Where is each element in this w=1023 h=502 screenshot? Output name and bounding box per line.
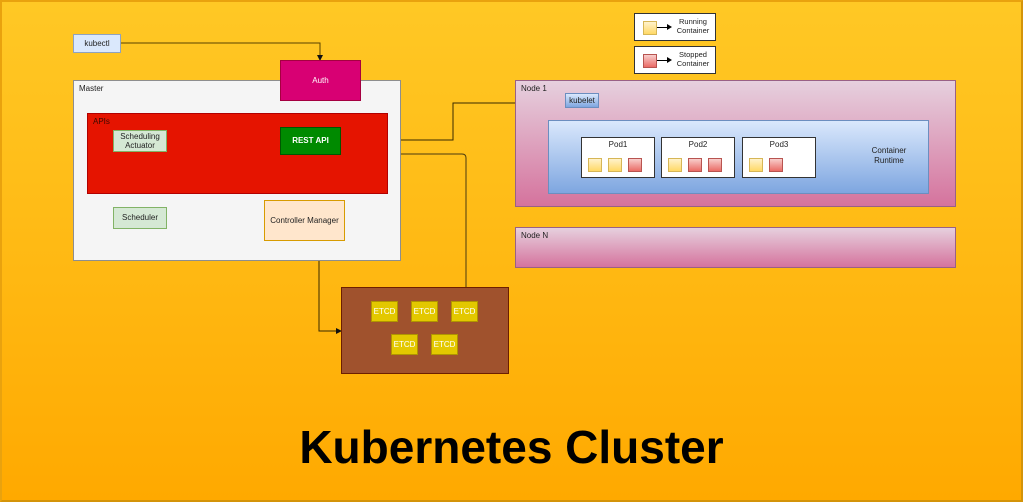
etcd-node[interactable]: ETCD <box>451 301 478 322</box>
pod-label: Pod1 <box>608 140 628 149</box>
running-container-icon[interactable] <box>588 158 602 172</box>
pod-label: Pod2 <box>688 140 708 149</box>
arrow-icon <box>657 57 672 63</box>
etcd-node[interactable]: ETCD <box>411 301 438 322</box>
running-container-icon[interactable] <box>608 158 622 172</box>
kubelet-box[interactable]: kubelet <box>565 93 599 108</box>
controller-manager-box[interactable]: Controller Manager <box>264 200 345 241</box>
pod-1[interactable]: Pod1 <box>581 137 655 178</box>
auth-box[interactable]: Auth <box>280 60 361 101</box>
etcd-node[interactable]: ETCD <box>431 334 458 355</box>
node-1-label: Node 1 <box>521 84 547 93</box>
stopped-container-icon[interactable] <box>708 158 722 172</box>
running-container-swatch-icon <box>643 21 657 35</box>
container-runtime-label: Container Runtime <box>871 146 907 165</box>
node-n-label: Node N <box>521 231 549 240</box>
node-n-group[interactable]: Node N <box>515 227 956 268</box>
pod-label: Pod3 <box>769 140 789 149</box>
apis-label: APIs <box>93 117 110 126</box>
master-label: Master <box>79 84 104 93</box>
etcd-node[interactable]: ETCD <box>391 334 418 355</box>
arrow-icon <box>657 24 672 30</box>
legend-running-container: Running Container <box>634 13 716 41</box>
scheduler-box[interactable]: Scheduler <box>113 207 167 229</box>
pod-3[interactable]: Pod3 <box>742 137 816 178</box>
kubectl-box[interactable]: kubectl <box>73 34 121 53</box>
stopped-container-icon[interactable] <box>688 158 702 172</box>
diagram-title: Kubernetes Cluster <box>299 421 724 473</box>
running-container-icon[interactable] <box>749 158 763 172</box>
scheduling-actuator-box[interactable]: Scheduling Actuator <box>113 130 167 152</box>
rest-api-box[interactable]: REST API <box>280 127 341 155</box>
legend-running-label: Running Container <box>676 17 710 35</box>
stopped-container-icon[interactable] <box>769 158 783 172</box>
running-container-icon[interactable] <box>668 158 682 172</box>
etcd-node[interactable]: ETCD <box>371 301 398 322</box>
stopped-container-icon[interactable] <box>628 158 642 172</box>
pod-2[interactable]: Pod2 <box>661 137 735 178</box>
legend-stopped-label: Stopped Container <box>676 50 710 68</box>
apis-group[interactable]: APIs <box>87 113 388 194</box>
stopped-container-swatch-icon <box>643 54 657 68</box>
legend-stopped-container: Stopped Container <box>634 46 716 74</box>
